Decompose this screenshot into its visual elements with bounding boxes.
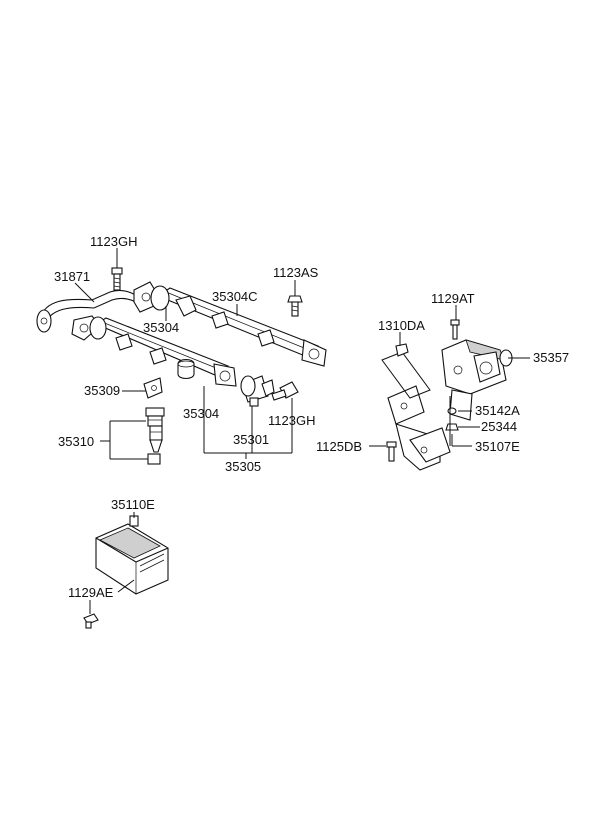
label-1125db: 1125DB	[316, 439, 362, 454]
label-35142a: 35142A	[475, 403, 520, 418]
label-35310: 35310	[58, 434, 94, 449]
bolt-1123as	[287, 295, 303, 317]
clip-35309	[143, 377, 163, 399]
fuel-hose-31871	[36, 289, 143, 333]
label-35305: 35305	[225, 459, 261, 474]
bolt-1125db	[386, 441, 397, 462]
label-35110e: 35110E	[111, 497, 155, 512]
label-1129at: 1129AT	[431, 291, 475, 306]
bolt-1129at	[450, 319, 460, 340]
fuel-rail-lower-35304	[71, 315, 237, 387]
nut-25344	[445, 423, 459, 431]
injector-35310	[145, 407, 165, 465]
valve-bracket-assembly	[381, 319, 513, 471]
label-35304c: 35304C	[212, 289, 258, 304]
ecu-module-35110e	[83, 515, 169, 629]
label-25344: 25344	[481, 419, 517, 434]
washer-35142a	[447, 407, 457, 415]
label-1123gh-mid: 1123GH	[268, 413, 315, 428]
label-35304-lower: 35304	[183, 406, 219, 421]
label-31871: 31871	[54, 269, 90, 284]
label-1310da: 1310DA	[378, 318, 425, 333]
label-35304-upper: 35304	[143, 320, 179, 335]
label-1123gh-top: 1123GH	[90, 234, 137, 249]
label-35357: 35357	[533, 350, 569, 365]
fuel-rail-upper-35304c	[150, 285, 327, 367]
part-labels: 1123GH 31871 1123AS 35304C 35304 1129AT …	[54, 234, 569, 600]
bolt-1123gh-mid	[271, 381, 299, 401]
pressure-regulator-35301	[240, 375, 275, 407]
label-1123as: 1123AS	[273, 265, 319, 280]
leader-lines	[74, 248, 530, 614]
label-1129ae: 1129AE	[68, 585, 114, 600]
nut-1310da	[395, 343, 409, 357]
label-35107e: 35107E	[475, 439, 520, 454]
fuel-rail-assembly	[36, 267, 327, 465]
bolt-1129ae	[83, 613, 99, 629]
bolt-1123gh-top	[111, 267, 123, 291]
label-35301: 35301	[233, 432, 269, 447]
label-35309: 35309	[84, 383, 120, 398]
